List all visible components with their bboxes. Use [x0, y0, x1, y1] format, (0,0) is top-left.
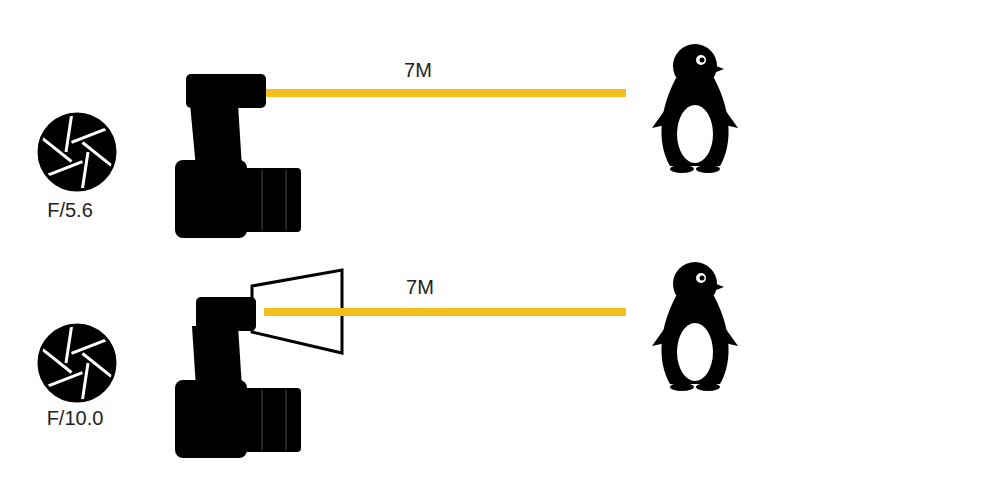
aperture-label: F/5.6: [47, 199, 93, 221]
penguin-figure: [652, 44, 738, 173]
penguin-figure: [652, 262, 738, 391]
aperture-label: F/10.0: [47, 407, 104, 429]
camera-with-flash: [175, 74, 301, 238]
aperture-icon: [39, 325, 115, 401]
camera-with-flash: [175, 297, 301, 458]
distance-label: 7M: [404, 59, 432, 81]
distance-line: [266, 89, 626, 97]
distance-label: 7M: [406, 276, 434, 298]
distance-line: [264, 308, 626, 316]
aperture-icon: [39, 114, 115, 190]
